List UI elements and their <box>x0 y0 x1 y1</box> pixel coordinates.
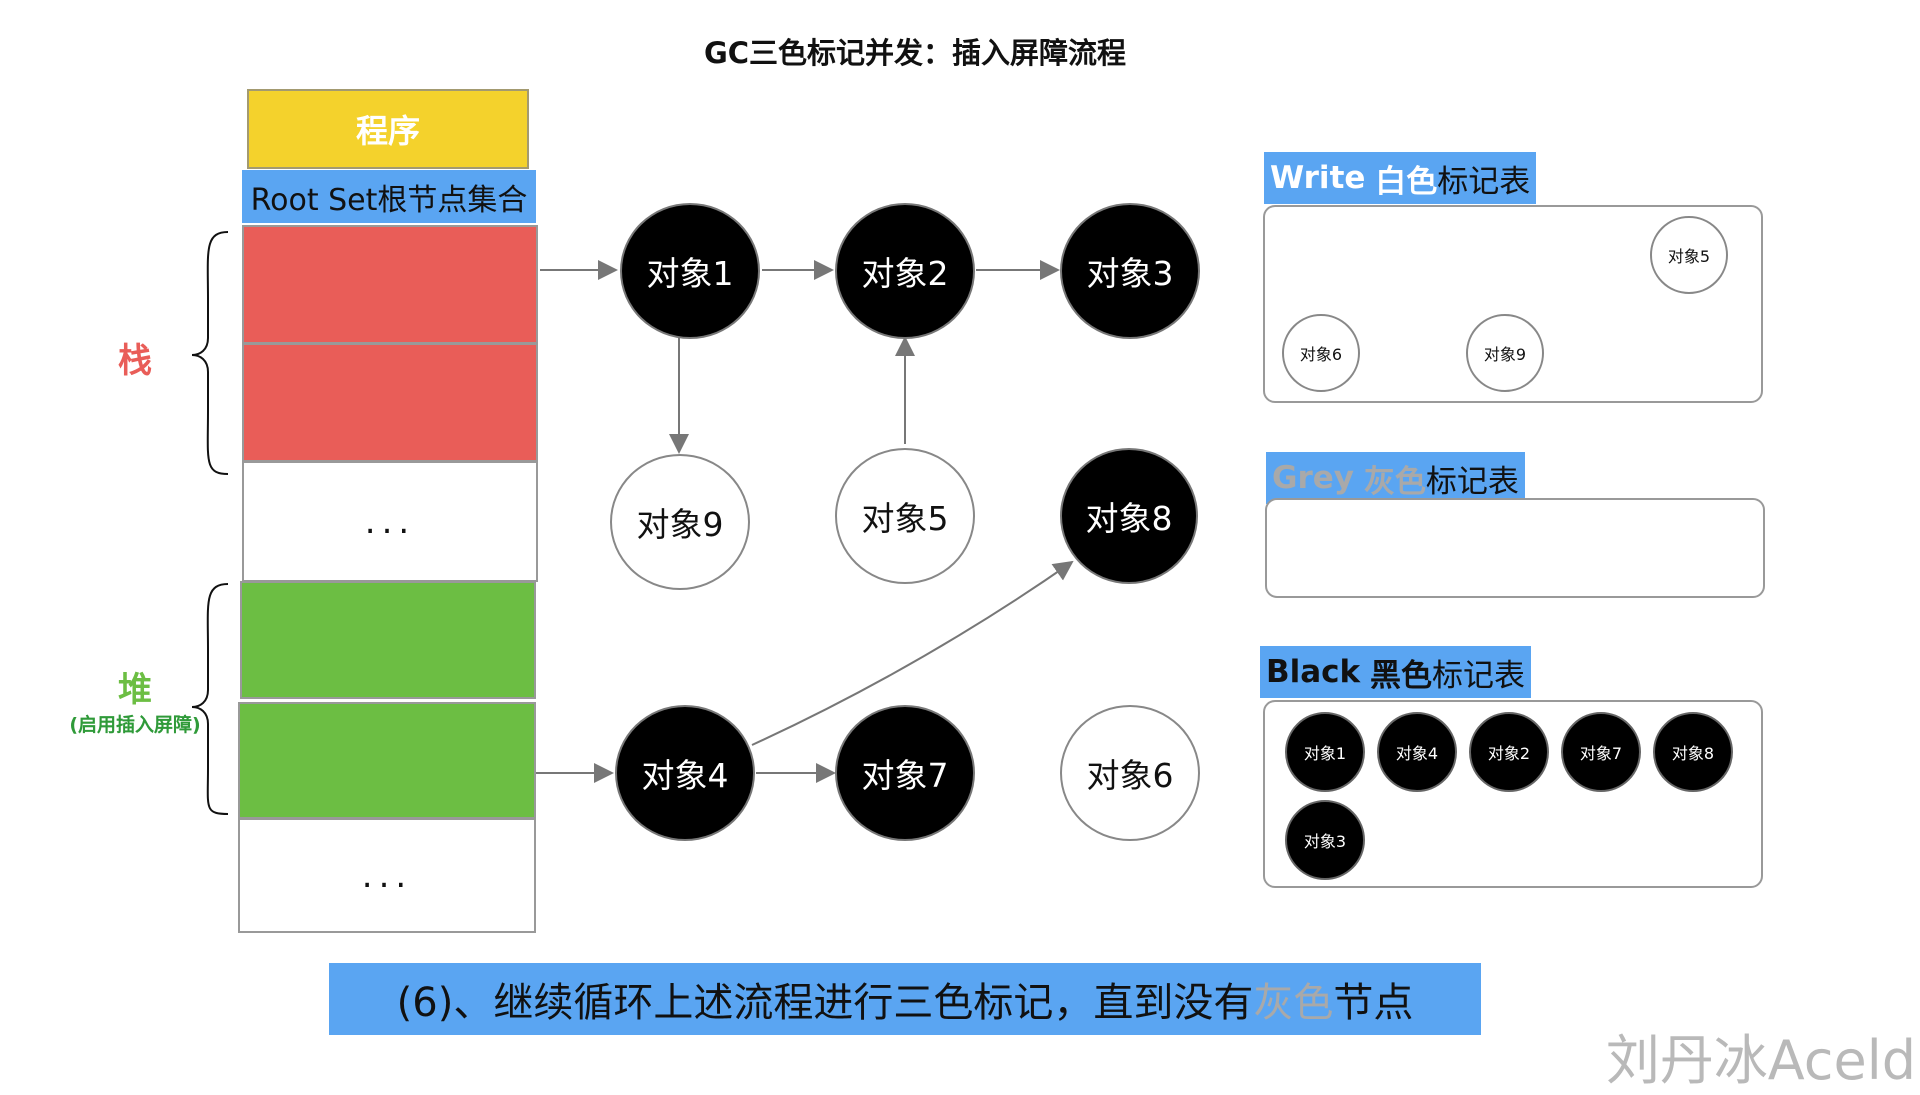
black-table-suffix: 标记表 <box>1432 657 1526 694</box>
black-table-header: Black 黑色 标记表 <box>1260 646 1532 698</box>
step-caption: (6)、继续循环上述流程进行三色标记，直到没有灰色节点 <box>329 963 1481 1035</box>
heap-brace <box>191 583 229 815</box>
root-set-label: Root Set根节点集合 <box>242 170 536 223</box>
object-2-node: 对象2 <box>835 203 975 339</box>
grey-table-box <box>1265 498 1765 598</box>
grey-table-suffix: 标记表 <box>1425 463 1519 500</box>
author-watermark: 刘丹冰Aceld <box>1605 1029 1916 1092</box>
stack-label: 栈 <box>118 341 152 381</box>
black-item: 对象1 <box>1285 712 1365 792</box>
black-item: 对象8 <box>1653 712 1733 792</box>
white-item: 对象9 <box>1466 314 1544 392</box>
object-4-node: 对象4 <box>615 705 755 841</box>
heap-label: 堆 <box>118 670 152 710</box>
black-table-cn: 黑色 <box>1370 657 1433 694</box>
white-table-cn: 白色 <box>1375 163 1438 200</box>
heap-slot-2 <box>238 702 536 819</box>
program-block: 程序 <box>247 89 529 169</box>
black-item: 对象7 <box>1561 712 1641 792</box>
object-1-node: 对象1 <box>620 203 760 339</box>
white-table-header: Write 白色 标记表 <box>1264 152 1537 204</box>
white-item: 对象6 <box>1282 314 1360 392</box>
caption-text-before: (6)、继续循环上述流程进行三色标记，直到没有 <box>396 980 1254 1026</box>
object-9-node: 对象9 <box>610 454 750 590</box>
black-table-en: Black <box>1266 654 1361 690</box>
stack-brace <box>191 231 229 475</box>
object-7-node: 对象7 <box>835 705 975 841</box>
page-title: GC三色标记并发：插入屏障流程 <box>703 36 1127 70</box>
heap-ellipsis: ... <box>238 818 536 933</box>
heap-slot-1 <box>240 581 536 699</box>
object-5-node: 对象5 <box>835 448 975 584</box>
black-item: 对象3 <box>1285 800 1365 880</box>
white-table-suffix: 标记表 <box>1437 163 1531 200</box>
black-item: 对象4 <box>1377 712 1457 792</box>
object-6-node: 对象6 <box>1060 705 1200 841</box>
grey-table-header: Grey 灰色 标记表 <box>1266 452 1525 504</box>
caption-text-after: 节点 <box>1333 980 1414 1026</box>
arrow-obj4-to-obj8 <box>751 560 1074 746</box>
white-table-en: Write <box>1270 160 1366 196</box>
grey-table-en: Grey <box>1272 460 1354 496</box>
black-item: 对象2 <box>1469 712 1549 792</box>
grey-table-cn: 灰色 <box>1363 463 1426 500</box>
object-3-node: 对象3 <box>1060 203 1200 339</box>
caption-grey-word: 灰色 <box>1253 980 1334 1026</box>
white-item: 对象5 <box>1650 216 1728 294</box>
heap-note: (启用插入屏障) <box>69 714 201 736</box>
object-8-node: 对象8 <box>1060 448 1198 584</box>
